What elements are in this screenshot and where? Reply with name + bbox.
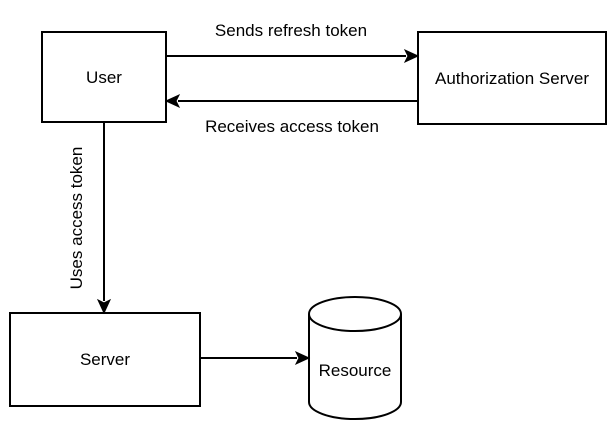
resource-node: Resource [308,296,402,420]
user-node: User [41,31,167,123]
uses-access-token-arrowhead [96,298,112,315]
user-label: User [86,68,122,87]
authorization-server-box [417,31,607,125]
uses-access-token-label: Uses access token [67,147,86,290]
receives-access-token-label: Receives access token [205,117,379,136]
server-label: Server [80,350,130,369]
sends-refresh-token-label: Sends refresh token [215,21,367,40]
edge-sends-refresh-token: Sends refresh token [166,21,420,64]
edge-uses-access-token: Uses access token [67,122,112,315]
server-to-resource-arrowhead [294,350,311,366]
user-box [41,31,167,123]
edge-receives-access-token: Receives access token [164,93,418,136]
authorization-server-label: Authorization Server [435,69,589,88]
edge-server-to-resource [200,350,311,366]
resource-cylinder-top [308,296,402,332]
server-node: Server [9,312,201,407]
resource-cylinder-body [308,314,402,420]
sends-refresh-token-arrowhead [403,48,420,64]
receives-access-token-arrowhead [164,93,181,109]
resource-label: Resource [319,361,392,380]
server-box [9,312,201,407]
authorization-server-node: Authorization Server [417,31,607,125]
